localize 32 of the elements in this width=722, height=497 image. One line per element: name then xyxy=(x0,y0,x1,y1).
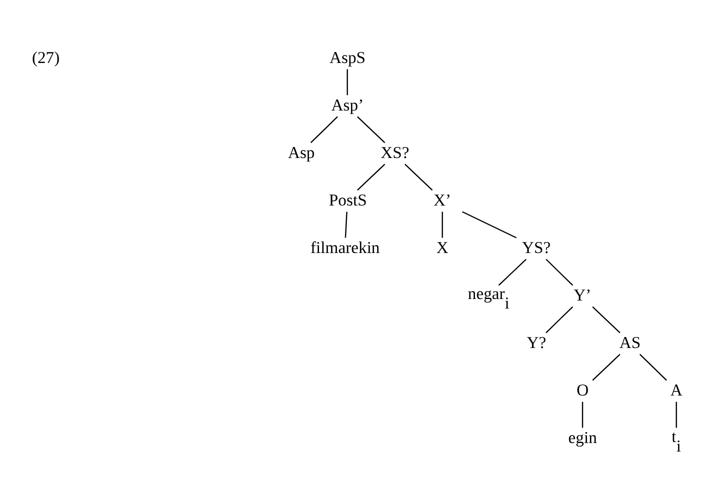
connector xyxy=(582,402,584,428)
connector xyxy=(592,306,620,334)
node-text: filmarekin xyxy=(310,238,380,257)
node-text: A xyxy=(670,380,682,400)
node-text: X xyxy=(436,238,448,257)
connector xyxy=(546,258,574,286)
node-text: YS? xyxy=(522,238,551,257)
connector xyxy=(310,116,338,144)
node-text: Y? xyxy=(526,332,546,352)
node-text: PostS xyxy=(328,190,367,210)
connector xyxy=(357,164,386,191)
connector xyxy=(592,354,620,381)
connector xyxy=(498,258,527,286)
connector xyxy=(546,306,574,334)
connector xyxy=(344,212,348,238)
node-text: X’ xyxy=(433,190,452,210)
label: (27) xyxy=(32,48,60,67)
connector xyxy=(462,211,517,238)
node-text: AspS xyxy=(330,48,366,67)
node-text: Y’ xyxy=(574,285,592,304)
connector xyxy=(346,69,348,96)
node-text: Asp xyxy=(288,142,315,162)
connector xyxy=(442,212,443,238)
node-text: Asp’ xyxy=(331,95,364,114)
connector xyxy=(404,164,433,191)
connector xyxy=(676,402,677,428)
node-text: AS xyxy=(619,332,641,352)
node-text: egin xyxy=(568,428,597,447)
connector xyxy=(639,354,667,381)
connector xyxy=(357,116,386,144)
node-text: XS? xyxy=(380,142,410,162)
node-text: O xyxy=(576,380,589,400)
